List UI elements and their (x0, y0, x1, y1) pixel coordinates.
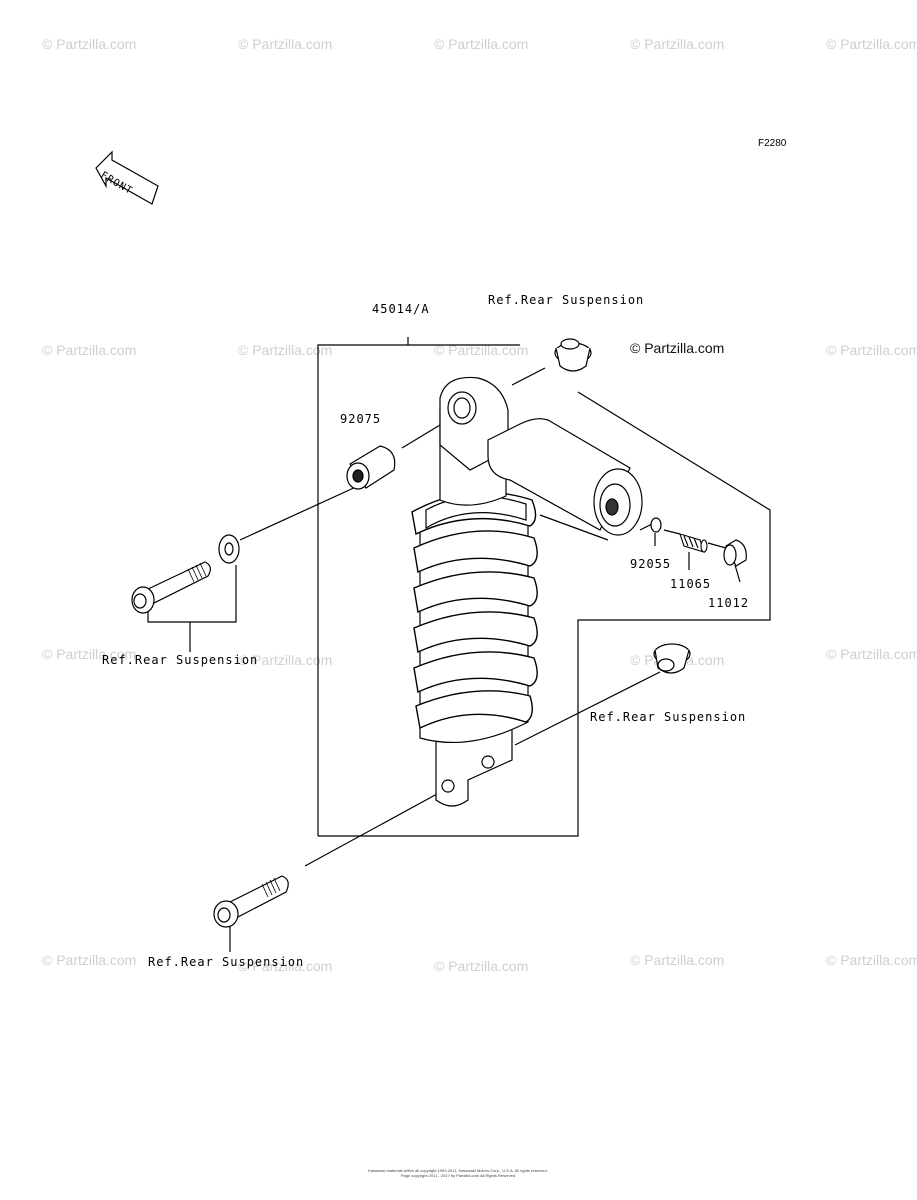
watermark: © Partzilla.com (630, 952, 725, 968)
watermark: © Partzilla.com (238, 36, 333, 52)
diagram-code: F2280 (758, 138, 787, 149)
ref-label-upper-bolt: Ref.Rear Suspension (102, 653, 259, 667)
copyright-notice: Kawasaki materials within all copyright … (338, 1168, 578, 1178)
watermark: © Partzilla.com (42, 646, 137, 662)
watermark: © Partzilla.com (434, 958, 529, 974)
watermark: © Partzilla.com (826, 646, 917, 662)
watermark: © Partzilla.com (826, 342, 917, 358)
part-label-11012: 11012 (708, 596, 750, 610)
part-label-92055: 92055 (630, 557, 672, 571)
ref-label-lower-bolt: Ref.Rear Suspension (148, 955, 305, 969)
watermark: © Partzilla.com (826, 952, 917, 968)
ref-label-top: Ref.Rear Suspension (488, 293, 645, 307)
watermark: © Partzilla.com (434, 36, 529, 52)
watermark: © Partzilla.com (42, 36, 137, 52)
copyright-line: Kawasaki materials within all copyright … (368, 1168, 548, 1173)
watermark: © Partzilla.com (42, 342, 137, 358)
watermark: © Partzilla.com (630, 36, 725, 52)
copyright-line: Page copyright 2011 - 2017 by Partzilla.… (400, 1173, 516, 1178)
partzilla-brand: © Partzilla.com (630, 340, 725, 356)
part-label-92075: 92075 (340, 412, 382, 426)
watermark: © Partzilla.com (238, 342, 333, 358)
part-label-11065: 11065 (670, 577, 712, 591)
watermark: © Partzilla.com (434, 342, 529, 358)
watermark: © Partzilla.com (238, 958, 333, 974)
front-arrow-icon (95, 150, 159, 205)
watermark: © Partzilla.com (826, 36, 917, 52)
ref-label-lower-collar: Ref.Rear Suspension (590, 710, 747, 724)
watermark: © Partzilla.com (238, 652, 333, 668)
part-label-45014: 45014/A (372, 302, 430, 316)
watermark: © Partzilla.com (42, 952, 137, 968)
